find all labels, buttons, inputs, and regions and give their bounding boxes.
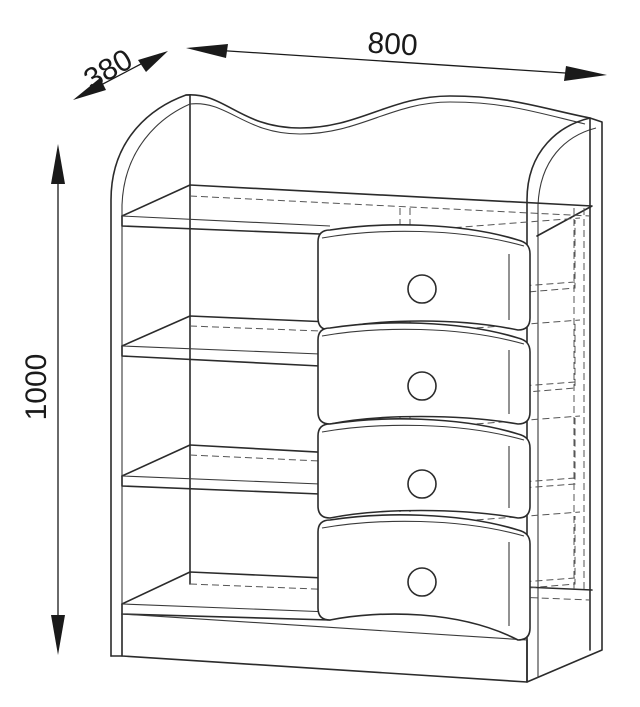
- drawer-3-handle-icon[interactable]: [407, 469, 437, 499]
- drawer-4-handle-icon[interactable]: [407, 567, 437, 597]
- drawer-2-handle-icon[interactable]: [407, 371, 437, 401]
- shelf-2: [121, 315, 331, 347]
- plinth: [121, 613, 528, 683]
- dimension-width-label: 800: [367, 27, 419, 63]
- drawer-front-1[interactable]: [317, 224, 531, 331]
- drawer-front-3[interactable]: [317, 418, 531, 519]
- dimension-width: 800: [186, 27, 607, 81]
- shelf-top: [121, 184, 593, 237]
- dimension-depth: 380: [73, 43, 168, 100]
- dimension-height-label: 1000: [20, 354, 53, 421]
- drawer-fronts: [317, 224, 531, 641]
- back-top-wave: [185, 94, 591, 129]
- left-side-panel: [110, 94, 191, 657]
- drawer-1-handle-icon[interactable]: [407, 274, 437, 304]
- dimension-height: 1000: [20, 144, 65, 655]
- drawer-front-4[interactable]: [317, 514, 531, 641]
- drawer-front-2[interactable]: [317, 322, 531, 425]
